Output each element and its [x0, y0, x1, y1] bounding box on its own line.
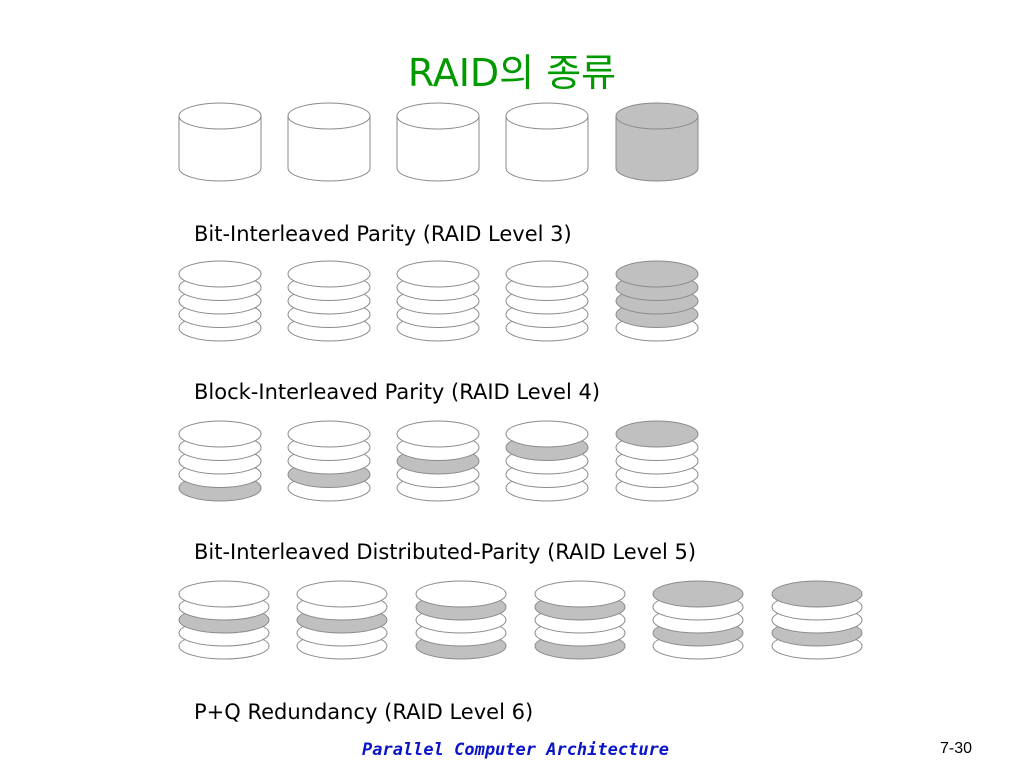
disk-icon — [615, 102, 699, 182]
disk-icon — [296, 580, 388, 660]
disk-icon — [396, 420, 480, 502]
caption-raid5: Bit-Interleaved Distributed-Parity (RAID… — [194, 540, 697, 564]
slide-title: RAID의 종류 — [407, 51, 617, 95]
disk-top — [396, 102, 480, 130]
disk-icon — [287, 260, 371, 342]
disk-top — [178, 102, 262, 130]
disk-platter — [615, 260, 699, 288]
disk-icon — [396, 102, 480, 182]
disk-top — [615, 102, 699, 130]
disk-icon — [615, 260, 699, 342]
disk-platter — [652, 580, 744, 608]
raid-row-1 — [178, 260, 699, 342]
disk-icon — [396, 260, 480, 342]
disk-top — [505, 102, 589, 130]
disk-platter — [178, 580, 270, 608]
raid-row-3 — [178, 580, 863, 660]
disk-icon — [287, 420, 371, 502]
disk-icon — [652, 580, 744, 660]
disk-platter — [534, 580, 626, 608]
disk-platter — [396, 420, 480, 448]
disk-icon — [178, 260, 262, 342]
caption-raid3: Bit-Interleaved Parity (RAID Level 3) — [194, 222, 572, 246]
disk-platter — [287, 420, 371, 448]
disk-platter — [505, 420, 589, 448]
disk-icon — [287, 102, 371, 182]
disk-platter — [505, 260, 589, 288]
disk-platter — [415, 580, 507, 608]
disk-icon — [178, 102, 262, 182]
disk-icon — [534, 580, 626, 660]
caption-raid6: P+Q Redundancy (RAID Level 6) — [194, 700, 534, 724]
disk-platter — [615, 420, 699, 448]
page-number: 7-30 — [940, 740, 973, 757]
disk-icon — [771, 580, 863, 660]
raid-row-0 — [178, 102, 699, 182]
disk-top — [287, 102, 371, 130]
disk-icon — [615, 420, 699, 502]
disk-icon — [505, 420, 589, 502]
disk-icon — [178, 420, 262, 502]
disk-platter — [178, 420, 262, 448]
disk-platter — [771, 580, 863, 608]
disk-icon — [178, 580, 270, 660]
raid-row-2 — [178, 420, 699, 502]
disk-icon — [505, 260, 589, 342]
disk-platter — [396, 260, 480, 288]
footer-course-title: Parallel Computer Architecture — [362, 740, 670, 760]
disk-icon — [505, 102, 589, 182]
disk-platter — [296, 580, 388, 608]
caption-raid4: Block-Interleaved Parity (RAID Level 4) — [194, 380, 601, 404]
disk-platter — [287, 260, 371, 288]
disk-icon — [415, 580, 507, 660]
disk-platter — [178, 260, 262, 288]
